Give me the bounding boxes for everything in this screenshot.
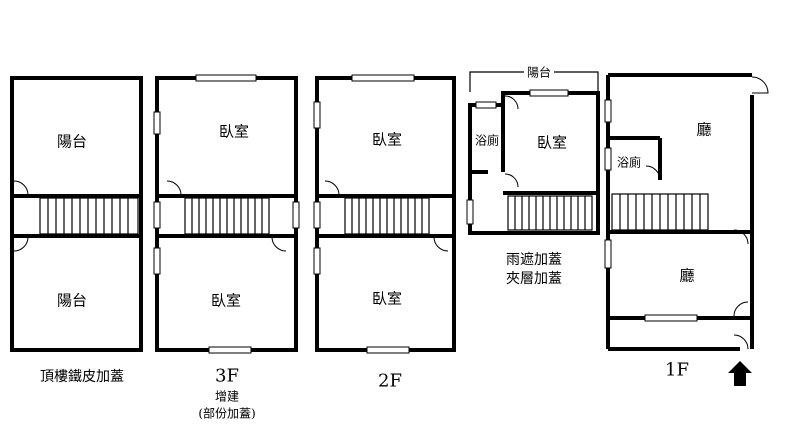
door-swing — [733, 334, 749, 350]
first-floor-room-bottom-label: 廳 — [679, 266, 695, 285]
door-swing — [166, 180, 182, 196]
window — [604, 239, 612, 269]
mezzanine-balcony-label: 陽台 — [523, 63, 555, 81]
window — [529, 89, 569, 97]
staircase — [39, 197, 139, 235]
door-swing — [13, 180, 29, 196]
third-floor-room-top-label: 臥室 — [218, 122, 250, 141]
staircase — [184, 197, 270, 235]
mezzanine-caption-line1: 雨遮加蓋 — [506, 252, 562, 268]
window — [466, 199, 474, 225]
rooftop-plan — [10, 76, 143, 352]
window — [313, 101, 321, 129]
door-swing — [645, 165, 661, 181]
window — [366, 346, 410, 354]
door-swing — [433, 236, 449, 252]
first-floor-caption: 1F — [665, 359, 689, 381]
door-swing — [751, 76, 769, 94]
third-floor-plan — [153, 74, 300, 354]
window — [153, 247, 161, 275]
rooftop-room-bottom-label: 陽台 — [56, 291, 88, 310]
second-floor-room-bottom-label: 臥室 — [371, 289, 403, 308]
window — [313, 201, 321, 229]
mezzanine-plan — [466, 71, 600, 235]
third-floor-note-line2: (部份加蓋) — [198, 406, 256, 421]
mezzanine-bedroom-label: 臥室 — [536, 133, 568, 152]
first-floor-bathroom-label: 浴廁 — [616, 155, 642, 170]
staircase — [611, 193, 709, 231]
first-floor-plan — [604, 73, 769, 351]
rooftop-caption: 頂樓鐵皮加蓋 — [40, 369, 124, 385]
window — [153, 111, 161, 135]
window — [475, 101, 497, 109]
door-swing — [504, 173, 519, 188]
first-floor-room-top-label: 廳 — [696, 120, 712, 139]
window — [208, 346, 252, 354]
door-swing — [733, 301, 749, 317]
window — [195, 74, 257, 82]
second-floor-plan — [313, 74, 456, 354]
door-swing — [733, 229, 749, 245]
mezzanine-bathroom-label: 浴廁 — [474, 133, 500, 148]
staircase — [344, 197, 430, 235]
second-floor-room-top-label: 臥室 — [371, 130, 403, 149]
second-floor-caption: 2F — [378, 370, 402, 392]
rooftop-room-top-label: 陽台 — [56, 132, 88, 151]
window — [292, 201, 300, 229]
mezzanine-caption-line2: 夾層加蓋 — [506, 271, 562, 287]
door-swing — [504, 95, 519, 110]
door-swing — [271, 236, 287, 252]
door-swing — [324, 180, 340, 196]
third-floor-caption: 3F — [215, 365, 239, 387]
entrance-arrow-icon — [728, 361, 752, 386]
window — [313, 247, 321, 275]
window — [351, 74, 415, 82]
window — [604, 99, 612, 123]
door-swing — [13, 236, 29, 252]
third-floor-room-bottom-label: 臥室 — [210, 291, 242, 310]
staircase — [507, 195, 593, 231]
window — [604, 147, 612, 171]
window — [644, 314, 698, 322]
window — [153, 201, 161, 229]
third-floor-note-line1: 增建 — [214, 389, 240, 404]
